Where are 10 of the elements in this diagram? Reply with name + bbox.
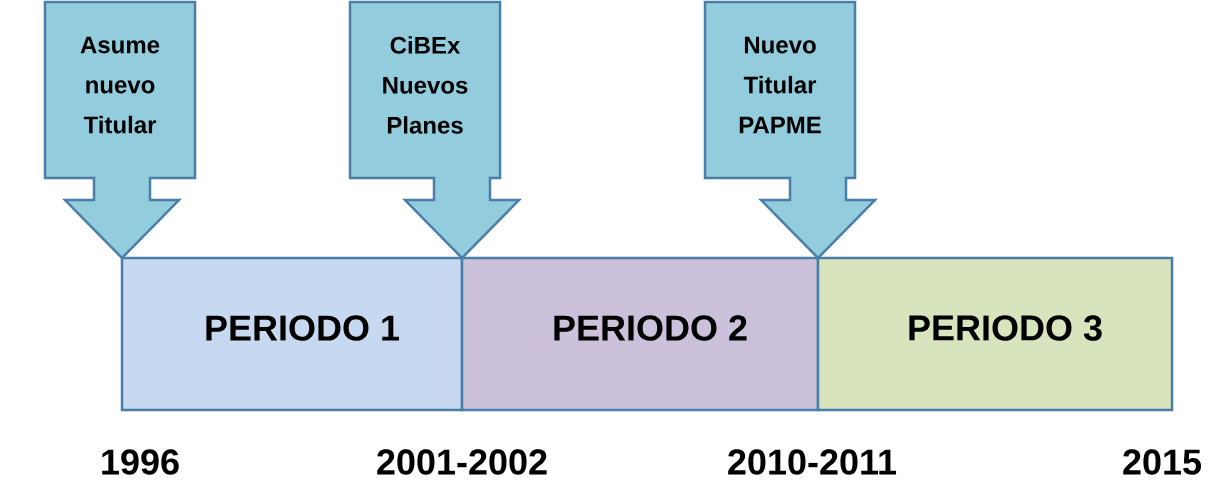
period-box: PERIODO 1 [120, 256, 464, 412]
year-label: 2015 [1123, 449, 1202, 475]
year-label: 2001-2002 [377, 449, 547, 475]
year-label: 2010-2011 [728, 449, 897, 475]
arrow-callout: CiBEx Nuevos Planes [348, 0, 522, 260]
arrow-callout: Asume nuevo Titular [43, 0, 197, 260]
period-box: PERIODO 3 [816, 256, 1174, 412]
period-box: PERIODO 2 [460, 256, 820, 412]
arrow-callout: Nuevo Titular PAPME [703, 0, 878, 260]
year-label: 1996 [102, 449, 179, 475]
